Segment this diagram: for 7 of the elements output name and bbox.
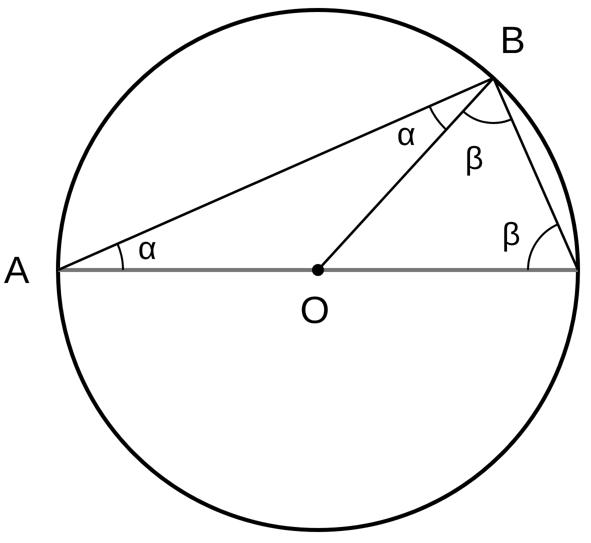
angle-label: β — [465, 142, 484, 174]
angle-label: α — [397, 118, 416, 150]
angle-label: β — [502, 218, 520, 250]
angle-label: α — [138, 232, 156, 264]
point-label: A — [4, 252, 30, 290]
point-label: O — [300, 292, 330, 330]
point-label: B — [500, 22, 526, 60]
